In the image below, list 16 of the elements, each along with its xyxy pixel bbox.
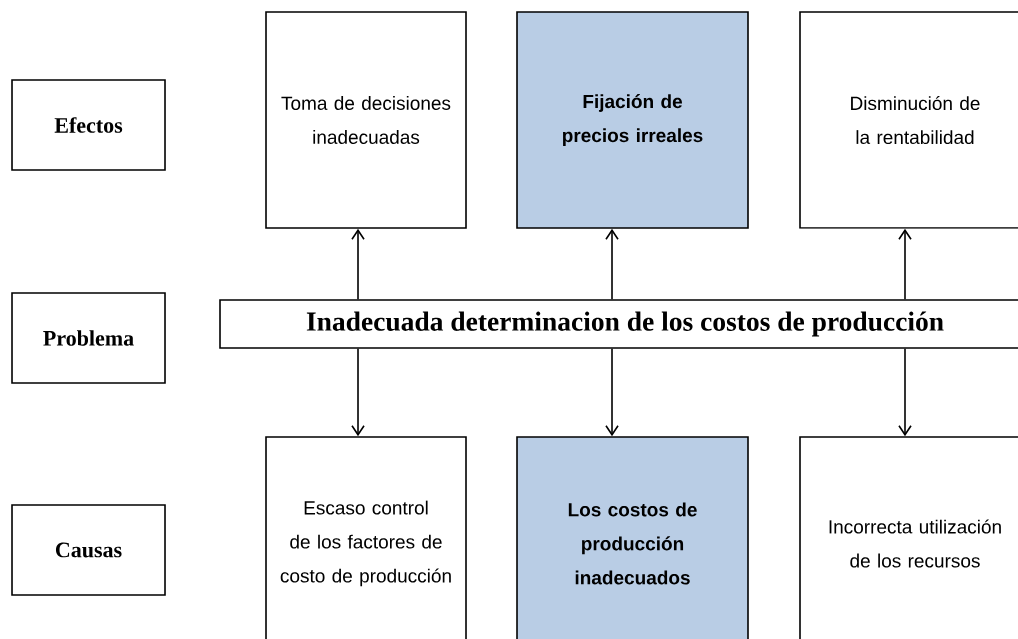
arrow [351,228,365,300]
text-box: Toma de decisiones inadecuadas [265,11,467,229]
row-label-box: Problema [11,292,166,384]
text-box: Escaso control de los factores de costo de producción [265,436,467,639]
row-label-box: Efectos [11,79,166,171]
problem-box: Inadecuada determinacion de los costos de producción [219,299,1018,349]
arrow [605,228,619,300]
arrow [351,348,365,437]
arrow [898,348,912,437]
highlighted-box: Los costos de producción inadecuados [516,436,749,639]
text-box: Incorrecta utilización de los recursos [799,436,1018,639]
arrow [898,228,912,300]
arrow [605,348,619,437]
text-box: Disminución de la rentabilidad [799,11,1018,229]
row-label-box: Causas [11,504,166,596]
highlighted-box: Fijación de precios irreales [516,11,749,229]
